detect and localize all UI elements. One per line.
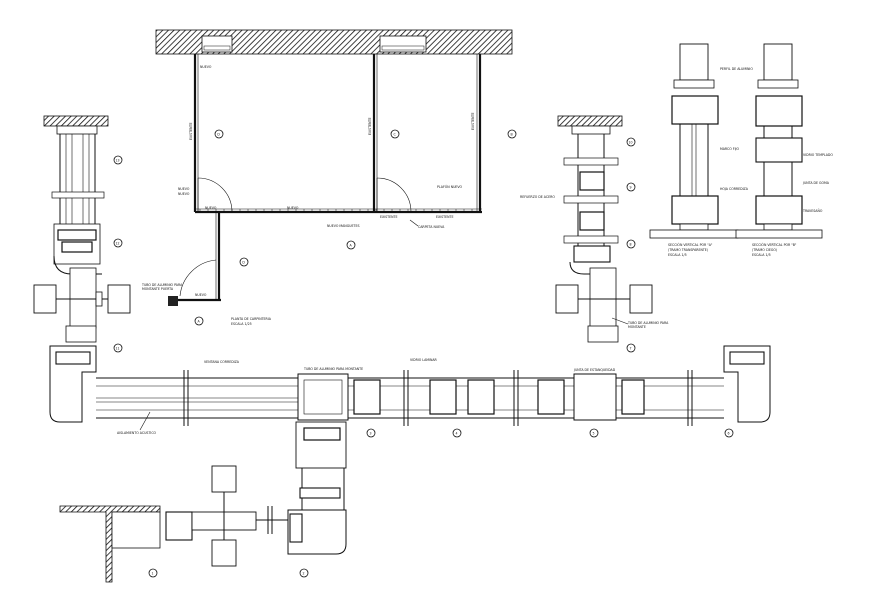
right-section-strip: 10 9 8 7 REFUERZO DE ACERO TUBO DE ALUMI… <box>520 115 669 353</box>
caption-a: SECCIÓN VERTICAL POR "A" <box>668 242 713 247</box>
label-nuevo-wall: NUEVO <box>178 187 190 191</box>
detail-tag-a3: HOJA CORREDIZA <box>720 187 749 191</box>
detail-tag-b1: VIDRIO TEMPLADO <box>803 153 833 157</box>
label-ventana: VENTANA CORREDIZA <box>204 360 240 364</box>
label-existente-d: EXISTENTE <box>189 123 193 140</box>
label-refuerzo: REFUERZO DE ACERO <box>520 195 555 199</box>
label-nuevo-plan: NUEVO <box>205 206 217 210</box>
detail-tag-b2: JUNTA DE GOMA <box>802 181 830 185</box>
axis-bubble-d: D <box>217 132 220 136</box>
label-tubo-low2: MONTANTE <box>628 325 646 329</box>
label-tubo-right: TUBO DE ALUMINIO PARA MONTANTE <box>303 367 363 371</box>
detail-tag-a2: MARCO FIJO <box>720 147 739 151</box>
caption-a3: ESCALA 1/5 <box>668 253 687 257</box>
label-13: 13 <box>116 158 120 162</box>
axis-bubble-a: A <box>350 243 353 247</box>
label-tubo: TUBO DE ALUMINIO PARA <box>141 283 183 287</box>
left-section-strip: 13 12 11 <box>33 115 131 353</box>
label-carpeta: CARPETA NUEVA <box>418 225 445 229</box>
label-5: 5 <box>593 431 595 435</box>
label-nuevo-left: NUEVO <box>195 293 207 297</box>
label-nuevo-manguetes: NUEVO MANGUETES <box>327 224 360 228</box>
label-existente-bottom2: EXISTENTE <box>436 215 453 219</box>
label-8: 8 <box>630 242 632 246</box>
axis-bubble-d2: D <box>242 260 245 264</box>
axis-bubble-c: C <box>394 132 397 136</box>
detail-tag-a1: PERFIL DE ALUMINIO <box>720 67 753 71</box>
plan-title: PLANTA DE CARPINTERIA <box>231 317 272 321</box>
caption-b2: (TRAMO CIEGO) <box>752 248 777 252</box>
label-7: 7 <box>630 346 632 350</box>
floor-plan: D C B A D A EXISTENTE EXISTENTE EXISTENT… <box>141 29 517 326</box>
label-nuevo-top: NUEVO <box>200 65 212 69</box>
label-junta: JUNTA DE ESTANQUEIDAD <box>573 368 616 372</box>
label-aislamiento: AISLAMIENTO ACUSTICO <box>117 431 157 435</box>
lower-assembly: 1 2 <box>59 421 347 583</box>
label-existente-bottom: EXISTENTE <box>380 215 397 219</box>
label-tubo-low: TUBO DE ALUMINIO PARA <box>627 321 669 325</box>
label-10: 10 <box>629 140 633 144</box>
label-tubo2: MONTANTE PUERTA <box>142 287 174 291</box>
label-6: 6 <box>728 431 730 435</box>
axis-bubble-a2: A <box>198 319 201 323</box>
caption-b: SECCIÓN VERTICAL POR "B" <box>752 242 797 247</box>
label-existente-c: EXISTENTE <box>368 118 372 135</box>
detail-sections: PERFIL DE ALUMINIO MARCO FIJO HOJA CORRE… <box>649 43 833 257</box>
detail-tag-b3: TRAVESAÑO <box>802 208 823 213</box>
caption-a2: (TRAMO TRANSPARENTE) <box>668 248 708 252</box>
axis-bubble-b: B <box>511 132 513 136</box>
label-1: 1 <box>152 571 154 575</box>
label-11: 11 <box>116 346 120 350</box>
label-nuevo-wall2: NUEVO <box>178 192 190 196</box>
label-nuevo-mid: NUEVO <box>287 206 299 210</box>
label-plafon: PLAFÓN NUEVO <box>437 184 463 189</box>
label-4: 4 <box>456 431 458 435</box>
label-3: 3 <box>370 431 372 435</box>
horizontal-section-band: 3 4 5 6 AISLAMIENTO ACUSTICO VENTANA COR… <box>49 345 771 438</box>
label-9: 9 <box>630 185 632 189</box>
label-existente-b: EXISTENTE <box>471 113 475 130</box>
label-vidrio: VIDRIO LAMINAR <box>410 358 438 362</box>
plan-scale: ESCALA 1/25 <box>231 322 252 326</box>
label-2: 2 <box>303 571 305 575</box>
label-12: 12 <box>116 241 120 245</box>
caption-b3: ESCALA 1/5 <box>752 253 771 257</box>
